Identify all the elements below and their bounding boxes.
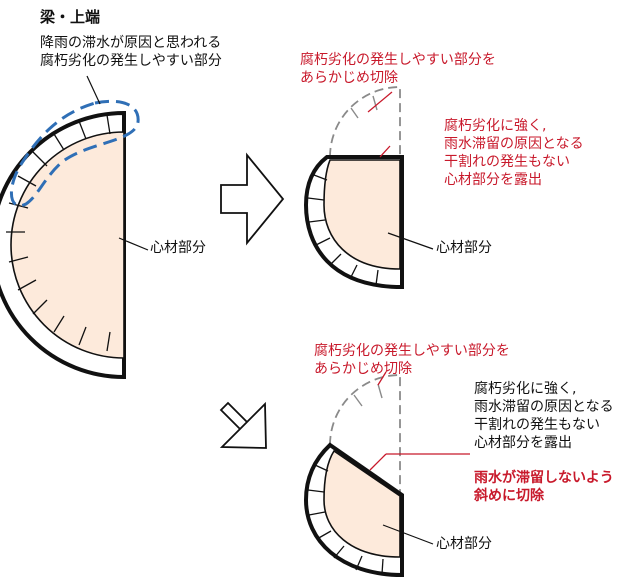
panel3-expose-line: 干割れの発生もない bbox=[474, 416, 600, 433]
removed-check-mark bbox=[353, 394, 363, 407]
arrow-down-right-icon bbox=[219, 401, 267, 449]
panel3-expose-note: 腐朽劣化に強く, 雨水滞留の原因となる 干割れの発生もない 心材部分を露出 bbox=[474, 381, 614, 453]
core-leader-line bbox=[382, 524, 434, 545]
sapwood-check-marks bbox=[6, 114, 111, 352]
log-section-horizontal-cut bbox=[303, 86, 434, 290]
core-leader-line bbox=[118, 237, 149, 251]
panel3-bold-line: 雨水が滞留しないよう bbox=[474, 470, 614, 486]
panel2-cut-line: あらかじめ切除 bbox=[300, 69, 398, 86]
decay-zone-highlight bbox=[9, 99, 140, 208]
removed-check-mark bbox=[350, 107, 359, 119]
removed-part-leader-line bbox=[367, 91, 393, 113]
panel1-desc-line: 降雨の滞水が原因と思われる bbox=[40, 35, 222, 51]
panel2-expose-line: 干割れの発生もない bbox=[444, 153, 570, 170]
panel3-expose-line: 心材部分を露出 bbox=[474, 434, 572, 451]
panel2-expose-line: 心材部分を露出 bbox=[444, 171, 542, 188]
panel3-cut-note: 腐朽劣化の発生しやすい部分を あらかじめ切除 bbox=[314, 343, 510, 379]
removed-check-mark bbox=[372, 95, 378, 111]
panel3-diagonal-note: 雨水が滞留しないよう 斜めに切除 bbox=[474, 470, 614, 506]
arrow-right-icon bbox=[220, 152, 285, 246]
panel3-expose-line: 腐朽劣化に強く, bbox=[474, 381, 577, 397]
panel3-core-label: 心材部分 bbox=[436, 536, 492, 552]
cut-surface-leader-line bbox=[379, 145, 391, 158]
sapwood-check-marks bbox=[307, 174, 379, 286]
removed-portion-outline bbox=[329, 374, 401, 495]
panel3-cut-line: 腐朽劣化の発生しやすい部分を bbox=[314, 343, 510, 359]
panel1-description: 降雨の滞水が原因と思われる 腐朽劣化の発生しやすい部分 bbox=[40, 35, 222, 71]
panel1-core-label: 心材部分 bbox=[150, 240, 206, 256]
panel3-bold-line: 斜めに切除 bbox=[474, 487, 544, 504]
panel2-expose-line: 腐朽劣化に強く, bbox=[444, 118, 547, 134]
cut-surface-leader-line bbox=[369, 453, 387, 471]
sapwood-check-marks bbox=[307, 464, 384, 575]
removed-part-leader-line bbox=[377, 371, 387, 386]
panel2-core-label: 心材部分 bbox=[436, 240, 492, 256]
log-section-diagonal-cut bbox=[303, 371, 470, 578]
panel3-expose-line: 雨水滞留の原因となる bbox=[474, 398, 614, 415]
panel2-expose-note: 腐朽劣化に強く, 雨水滞留の原因となる 干割れの発生もない 心材部分を露出 bbox=[444, 118, 584, 190]
panel1-title: 梁・上端 bbox=[40, 8, 101, 26]
panel3-cut-line: あらかじめ切除 bbox=[314, 360, 412, 377]
log-section-original bbox=[0, 110, 149, 380]
core-leader-line bbox=[387, 232, 434, 250]
removed-portion-outline bbox=[329, 86, 401, 158]
removed-check-mark bbox=[377, 383, 383, 399]
panel1-desc-line: 腐朽劣化の発生しやすい部分 bbox=[40, 52, 222, 69]
panel2-cut-note: 腐朽劣化の発生しやすい部分を あらかじめ切除 bbox=[300, 52, 496, 88]
heartwood-core bbox=[323, 449, 401, 558]
panel2-cut-line: 腐朽劣化の発生しやすい部分を bbox=[300, 52, 496, 68]
decay-zone-leader-line bbox=[86, 75, 101, 105]
panel2-expose-line: 雨水滞留の原因となる bbox=[444, 135, 584, 152]
heartwood-core bbox=[323, 159, 401, 270]
